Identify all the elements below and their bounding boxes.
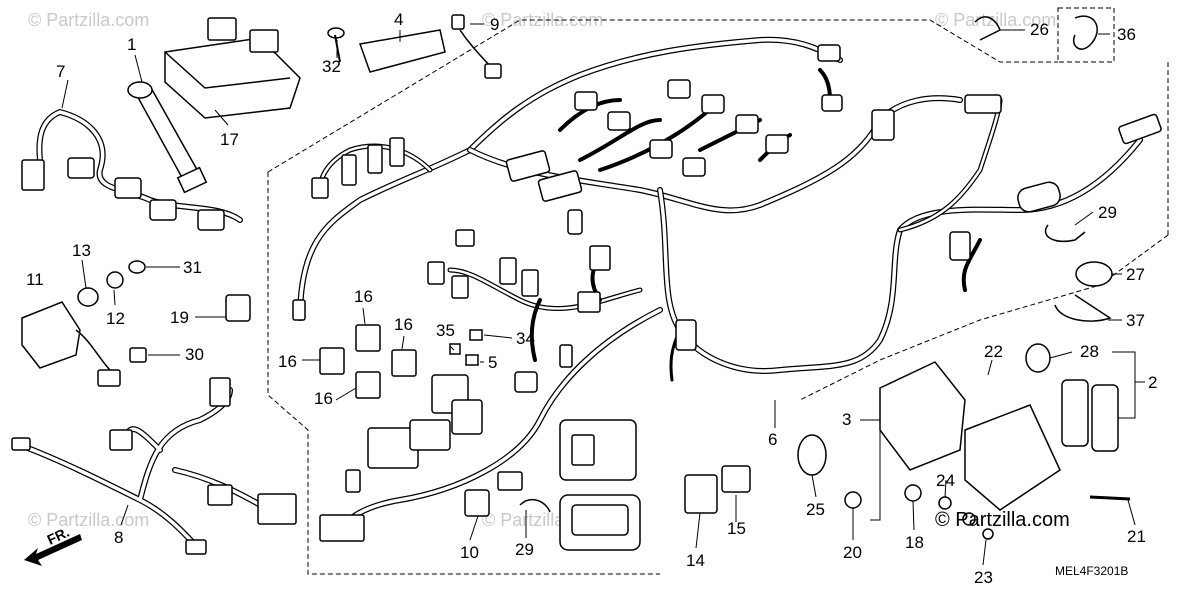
callout-16: 16 [394, 315, 413, 334]
main-wire-harness [297, 36, 1143, 533]
callout-24: 24 [936, 471, 955, 490]
callout-2: 2 [1148, 373, 1157, 392]
callout-10: 10 [460, 543, 479, 562]
callout-32: 32 [322, 57, 341, 76]
callout-21: 21 [1127, 527, 1146, 546]
relay [355, 324, 381, 352]
watermark: © Partzilla.com [28, 510, 149, 530]
callout-36: 36 [1117, 25, 1136, 44]
callout-16: 16 [278, 352, 297, 371]
callout-7: 7 [56, 62, 65, 81]
ecu-unit [164, 17, 301, 119]
callout-labels: 1 2 3 4 5 6 7 8 9 10 11 12 13 14 15 16 1… [26, 10, 1157, 587]
unit-11 [21, 301, 121, 387]
watermark: © Partzilla.com [935, 10, 1056, 30]
callout-26: 26 [1030, 20, 1049, 39]
callout-27: 27 [1126, 265, 1145, 284]
band-36-box [1057, 7, 1115, 63]
partzilla-brand: © Partzilla.com [935, 509, 1070, 531]
grommets [77, 260, 146, 307]
relay [355, 371, 381, 399]
callout-8: 8 [114, 528, 123, 547]
relay [391, 349, 417, 377]
small-clips [449, 329, 483, 366]
diagram-code: MEL4F3201B [1055, 564, 1128, 578]
relays [319, 324, 417, 399]
watermarks: © Partzilla.com © Partzilla.com © Partzi… [28, 10, 1056, 530]
callout-22: 22 [984, 342, 1003, 361]
main-harness-outline [267, 172, 660, 575]
part-19-30 [129, 294, 251, 363]
front-arrow-icon [24, 534, 82, 566]
callout-14: 14 [686, 551, 705, 570]
relay [319, 347, 345, 375]
clip-5 [465, 354, 479, 366]
callout-16: 16 [314, 389, 333, 408]
callout-6: 6 [768, 430, 777, 449]
callout-31: 31 [183, 258, 202, 277]
callout-35: 35 [436, 321, 455, 340]
assembly-outlines [267, 7, 1169, 575]
ignition-coil [127, 81, 208, 194]
sub-harness-7-connectors [21, 157, 225, 231]
callout-4: 4 [394, 10, 403, 29]
callout-28: 28 [1080, 342, 1099, 361]
callout-16: 16 [354, 287, 373, 306]
callout-23: 23 [974, 568, 993, 587]
callout-25: 25 [806, 500, 825, 519]
clip-35 [449, 343, 461, 355]
misc-parts [464, 261, 1113, 540]
callout-17: 17 [220, 130, 239, 149]
main-harness-outline-lower [799, 234, 1169, 401]
callout-18: 18 [905, 533, 924, 552]
callout-3: 3 [842, 410, 851, 429]
callout-29: 29 [515, 540, 534, 559]
callout-12: 12 [106, 309, 125, 328]
callout-34: 34 [516, 329, 535, 348]
leader-lines [61, 23, 1145, 566]
watermark: © Partzilla.com [28, 10, 149, 30]
callout-37: 37 [1126, 311, 1145, 330]
harness-connectors [292, 44, 1162, 542]
callout-20: 20 [843, 543, 862, 562]
callout-15: 15 [727, 519, 746, 538]
callout-5: 5 [488, 353, 497, 372]
fuse-box [367, 374, 641, 551]
callout-9: 9 [490, 15, 499, 34]
callout-19: 19 [170, 308, 189, 327]
main-harness-outline-top [267, 19, 1058, 173]
sub-harness-8-connectors [11, 377, 297, 555]
callout-1: 1 [127, 35, 136, 54]
top-parts [327, 14, 502, 79]
clip-34 [469, 329, 483, 341]
callout-13: 13 [72, 241, 91, 260]
callout-11: 11 [26, 270, 44, 289]
front-arrow: FR. [24, 524, 82, 566]
callout-29: 29 [1098, 203, 1117, 222]
sub-harness-8 [17, 387, 273, 553]
callout-30: 30 [185, 345, 204, 364]
